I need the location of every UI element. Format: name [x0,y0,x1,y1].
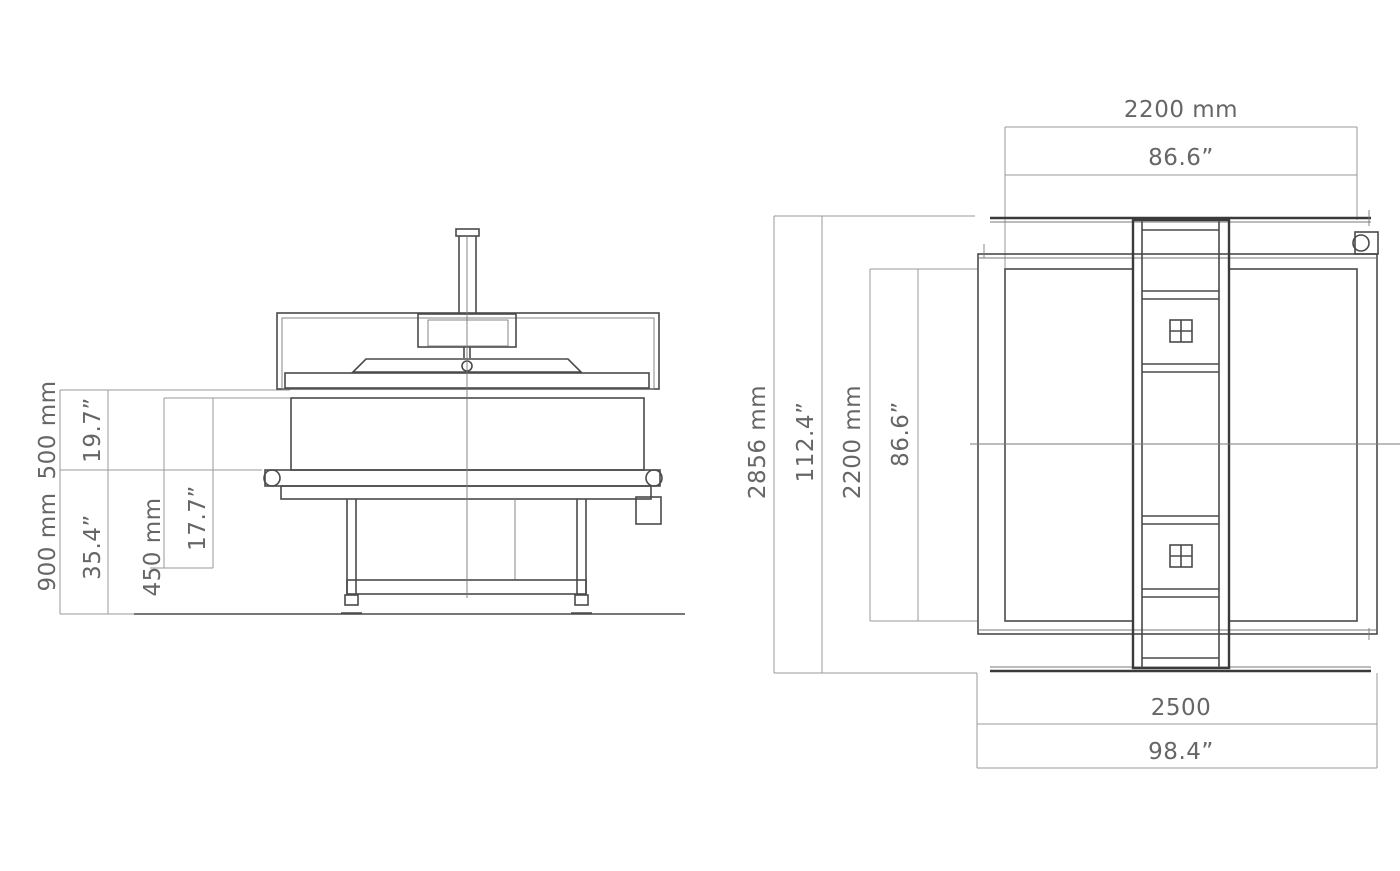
dim-98-4in-label: 98.4” [1148,739,1214,765]
dim-86-6in-side-label: 86.6” [888,401,914,467]
dim-2200mm-top-label: 2200 mm [1124,97,1238,123]
dim-500mm-label: 500 mm [35,380,61,479]
top-view-machine [970,210,1400,673]
grid-fixture-icon [1169,544,1193,568]
grid-fixture-icon [1169,319,1193,343]
dim-900mm-label: 900 mm [35,492,61,591]
dim-2856mm-label: 2856 mm [745,385,771,499]
dim-450mm-label: 450 mm [140,497,166,596]
dim-17-7in-label: 17.7” [185,485,211,551]
dim-2200mm-side-label: 2200 mm [840,385,866,499]
dim-112-4in-label: 112.4” [793,402,819,483]
dim-19-7in-label: 19.7” [80,397,106,463]
side-view-dimension-lines [59,389,290,615]
side-view: 500 mm 19.7” 900 mm 35.4” 450 mm 17.7” [35,228,685,615]
top-view: 2200 mm 86.6” 2500 98.4” 2856 mm 112.4” … [745,97,1400,769]
side-view-machine [134,228,685,615]
dim-35-4in-label: 35.4” [80,514,106,580]
dim-86-6in-top-label: 86.6” [1148,145,1214,171]
top-view-dimension-lines [773,126,1378,769]
dim-2500-label: 2500 [1151,695,1212,721]
